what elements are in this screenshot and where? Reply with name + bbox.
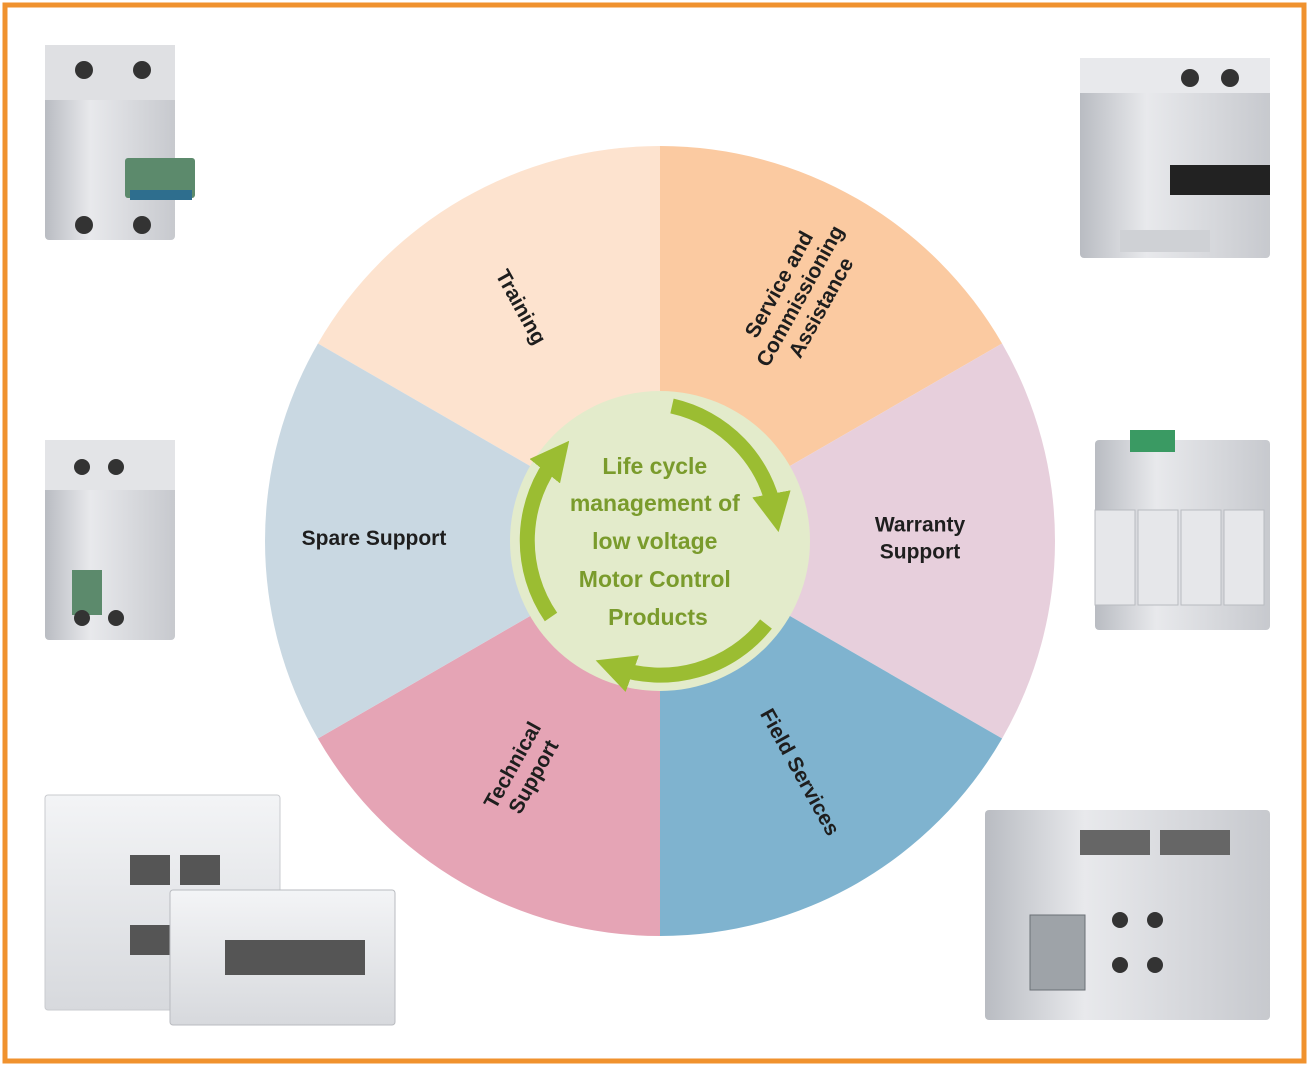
cycle-arrow-right — [670, 398, 791, 533]
segment-warranty — [660, 343, 1055, 739]
segment-label-line: Support — [880, 541, 960, 564]
cycle-arrow-left — [519, 440, 570, 622]
mcb-image — [45, 45, 195, 240]
distribution-board-image — [44, 794, 396, 1026]
segment-label-line: Spare Support — [302, 527, 447, 550]
center-line: Life cycle — [602, 453, 707, 479]
center-line: Motor Control — [579, 566, 731, 592]
rcbo-image — [1080, 58, 1270, 258]
center-line: Products — [608, 604, 708, 630]
center-line: management of — [570, 490, 740, 516]
segment-label-spare: Spare Support — [302, 527, 447, 550]
segment-spare — [265, 343, 660, 739]
rccb-image — [45, 440, 175, 640]
center-text: Life cycle management of low voltage Mot… — [570, 453, 746, 630]
center-circle — [510, 391, 810, 691]
spd-image — [1094, 430, 1270, 630]
controller-image — [985, 810, 1270, 1020]
cycle-arrow-bottom — [595, 619, 772, 692]
center-line: low voltage — [592, 528, 717, 554]
segment-label-line: Warranty — [875, 514, 966, 537]
